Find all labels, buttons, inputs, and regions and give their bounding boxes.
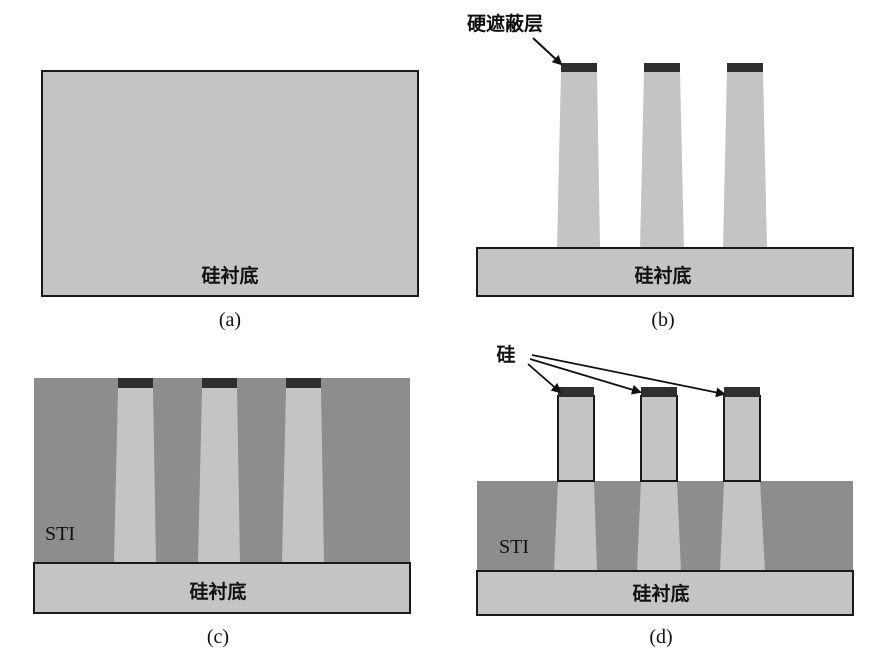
silicon-fin [637, 481, 681, 571]
substrate-label: 硅衬底 [632, 582, 689, 605]
silicon-fin [114, 388, 156, 563]
silicon-substrate-block [476, 570, 854, 616]
substrate-label: 硅衬底 [201, 264, 258, 287]
hardmask-block [558, 387, 594, 397]
panel-a: 硅衬底 (a) [41, 70, 419, 331]
hardmask-block [286, 378, 321, 388]
silicon-fin [198, 388, 240, 563]
panel-b: 硅衬底 硬遮蔽层 (b) [467, 12, 854, 331]
panel-c: 硅衬底 STI (c) [33, 378, 411, 648]
hardmask-block [118, 378, 153, 388]
silicon-substrate-block [476, 247, 854, 297]
silicon-substrate-block [41, 70, 419, 297]
panel-caption-d: (d) [649, 626, 672, 648]
silicon-fin [282, 388, 324, 563]
silicon-fin [554, 481, 597, 571]
panel-caption-b: (b) [651, 309, 674, 331]
callout-arrow [532, 37, 563, 66]
panel-caption-c: (c) [207, 626, 229, 648]
hardmask-block [202, 378, 237, 388]
exposed-fin-top [557, 395, 595, 482]
hardmask-block [727, 63, 763, 72]
panel-d: 硅衬底 STI 硅 (d) [476, 344, 854, 648]
callout-arrow [527, 363, 562, 394]
silicon-fin [723, 71, 767, 248]
silicon-substrate-block [33, 562, 411, 614]
panel-caption-a: (a) [219, 309, 241, 331]
exposed-fin-top [640, 395, 678, 482]
callout-arrow [531, 354, 726, 398]
silicon-fin [720, 481, 765, 571]
sti-region-label: STI [45, 523, 75, 545]
hardmask-block [724, 387, 760, 397]
hardmask-block [561, 63, 597, 72]
exposed-fin-top [723, 395, 761, 482]
hardmask-block [644, 63, 680, 72]
silicon-fin [640, 71, 684, 248]
hardmask-callout-label: 硬遮蔽层 [467, 12, 543, 35]
substrate-label: 硅衬底 [189, 580, 246, 603]
substrate-label: 硅衬底 [634, 264, 691, 287]
silicon-callout-label: 硅 [496, 344, 515, 366]
callout-arrow [529, 358, 642, 395]
silicon-fin [557, 71, 600, 248]
hardmask-block [641, 387, 677, 397]
sti-region-label: STI [499, 536, 529, 558]
